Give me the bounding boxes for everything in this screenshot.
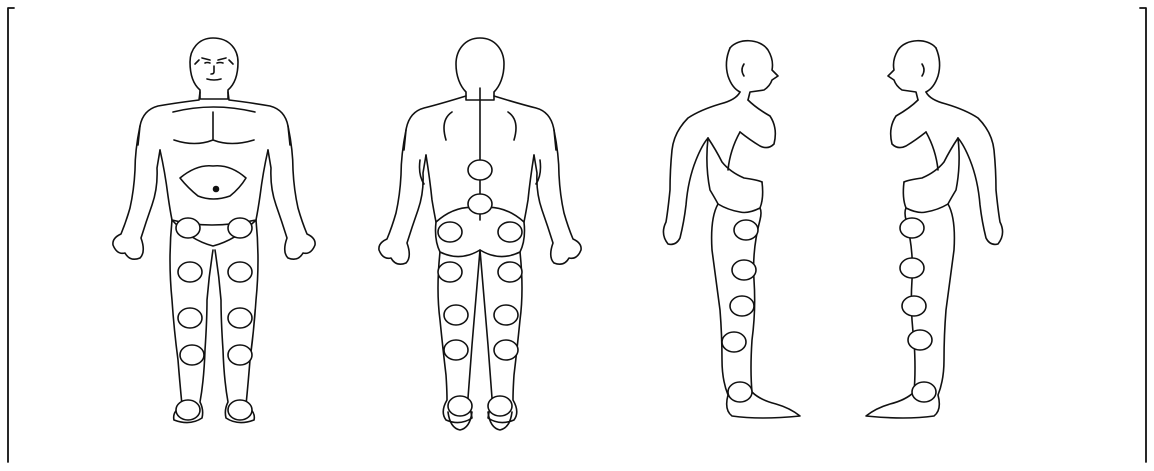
front-ellipse-marker-3	[178, 262, 202, 282]
right-side-ellipse-marker-1	[734, 220, 758, 240]
front-ellipse-marker-9	[176, 400, 200, 420]
front-ellipse-marker-6	[228, 308, 252, 328]
front-ellipse-marker-5	[178, 308, 202, 328]
right-side-ellipse-marker-3	[730, 296, 754, 316]
body-figure-right-side	[663, 41, 800, 418]
body-figure-back	[379, 38, 581, 430]
back-ellipse-marker-6	[498, 262, 522, 282]
frame-left-bracket	[8, 8, 14, 462]
front-ellipse-marker-7	[180, 345, 204, 365]
front-ellipse-marker-8	[228, 345, 252, 365]
back-left-arm	[379, 130, 426, 264]
front-ellipse-marker-1	[176, 218, 200, 238]
back-ellipse-marker-9	[444, 340, 468, 360]
front-face	[195, 58, 233, 80]
front-left-arm	[113, 126, 160, 259]
left-side-ellipse-marker-4	[908, 330, 932, 350]
back-ellipse-marker-12	[488, 396, 512, 416]
right-side-ellipse-marker-2	[732, 260, 756, 280]
left-side-ellipse-marker-3	[902, 296, 926, 316]
left-side-chest	[891, 100, 926, 148]
right-side-chest	[740, 100, 775, 148]
frame-right-bracket	[1140, 8, 1146, 462]
back-ellipse-marker-8	[494, 305, 518, 325]
front-ellipse-marker-2	[228, 218, 252, 238]
back-right-arm	[534, 130, 581, 264]
left-side-ellipse-marker-2	[900, 258, 924, 278]
back-ellipse-marker-3	[438, 222, 462, 242]
body-figure-left-side	[866, 41, 1003, 418]
left-side-ellipse-marker-5	[912, 382, 936, 402]
back-ellipse-marker-1	[468, 160, 492, 180]
body-figure-front	[113, 38, 315, 423]
back-ellipse-marker-5	[438, 262, 462, 282]
right-side-ellipse-marker-4	[722, 332, 746, 352]
back-ellipse-marker-2	[468, 194, 492, 214]
back-ellipse-marker-10	[494, 340, 518, 360]
back-ellipse-marker-7	[444, 305, 468, 325]
front-neck-shoulders	[138, 92, 290, 145]
front-ellipse-marker-4	[228, 262, 252, 282]
left-side-ellipse-marker-1	[900, 218, 924, 238]
front-right-arm	[268, 126, 315, 259]
back-ellipse-marker-11	[448, 396, 472, 416]
right-side-ellipse-marker-5	[728, 382, 752, 402]
front-ellipse-marker-10	[228, 400, 252, 420]
markers	[176, 160, 936, 420]
back-ellipse-marker-4	[498, 222, 522, 242]
